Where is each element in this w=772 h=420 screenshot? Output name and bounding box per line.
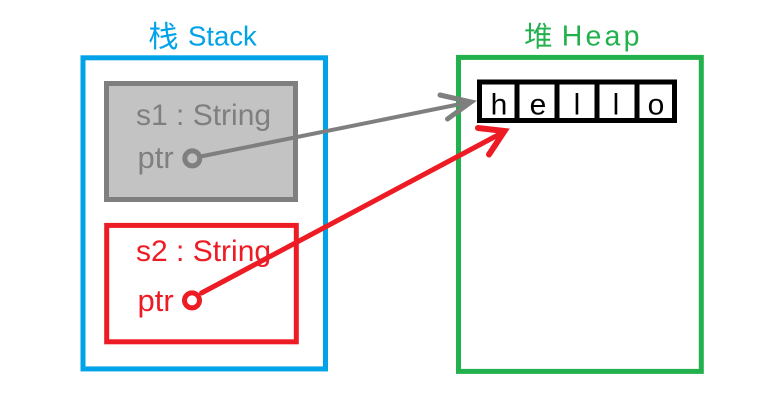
svg-text:e: e — [530, 89, 547, 122]
svg-text:h: h — [491, 89, 508, 122]
svg-text:o: o — [648, 89, 665, 122]
svg-text:Stack: Stack — [188, 20, 257, 51]
svg-text:l: l — [613, 89, 620, 122]
svg-text:ptr: ptr — [138, 140, 174, 175]
svg-text:s1 : String: s1 : String — [136, 99, 271, 132]
svg-text:s2 : String: s2 : String — [136, 235, 271, 268]
svg-text:ptr: ptr — [138, 283, 174, 318]
svg-text:l: l — [574, 89, 581, 122]
svg-text:Heap: Heap — [562, 20, 643, 52]
